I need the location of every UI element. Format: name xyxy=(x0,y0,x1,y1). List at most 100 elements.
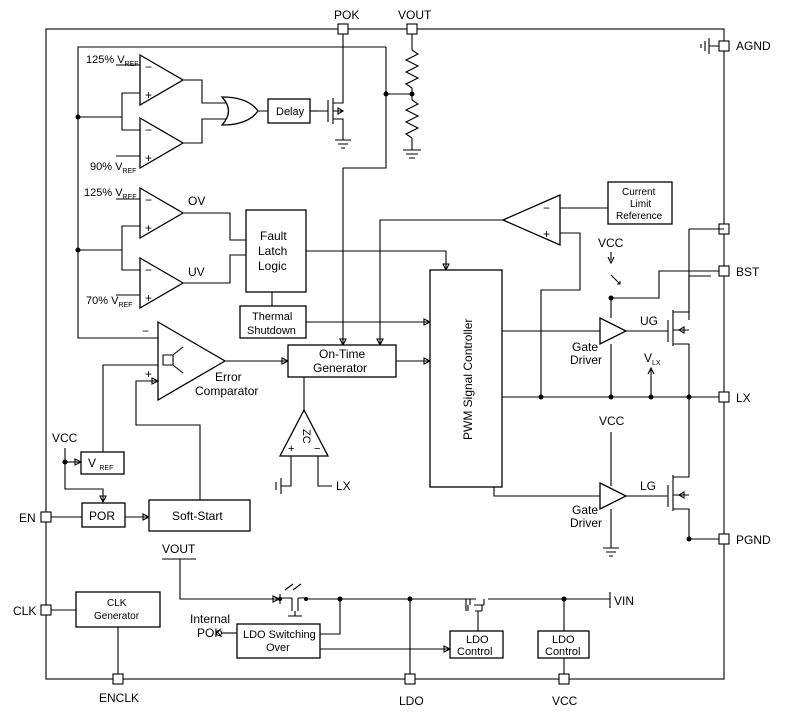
lower-gate-driver xyxy=(599,481,628,511)
ldo-control-block xyxy=(449,630,504,659)
comparator-90: − + xyxy=(139,116,185,170)
comparator-125-a: − + xyxy=(139,53,185,107)
fault-label-2: Latch xyxy=(258,244,287,258)
por-block xyxy=(81,502,126,528)
pin-clk[interactable] xyxy=(40,604,52,616)
vout-mid-label: VOUT xyxy=(162,542,196,556)
lg-label: LG xyxy=(640,479,656,493)
pin-enclk[interactable] xyxy=(112,673,124,685)
gate-driver-bot-1: Gate xyxy=(572,503,598,517)
chip-outline xyxy=(45,28,725,680)
pin-en-label: EN xyxy=(19,511,36,525)
clk-gen-label-2: Generator xyxy=(94,611,140,622)
uv-label: UV xyxy=(188,265,205,279)
soft-start-block xyxy=(148,499,251,532)
vcc-left-label: VCC xyxy=(52,431,78,445)
current-label-2: Limit xyxy=(630,199,651,210)
pin-enclk-label: ENCLK xyxy=(99,691,139,705)
upper-mosfet xyxy=(667,275,711,397)
thermal-label-1: Thermal xyxy=(252,311,292,323)
pok-mosfet xyxy=(318,95,351,149)
lower-mosfet xyxy=(667,397,719,540)
ldo-sw-label-1: LDO Switching xyxy=(243,629,316,641)
current-limit-comparator: − + xyxy=(501,194,561,246)
ldo-switching-block xyxy=(236,623,321,659)
fault-label-1: Fault xyxy=(260,229,287,243)
svg-text:+: + xyxy=(145,151,152,165)
on-time-label-2: Generator xyxy=(313,361,367,375)
pin-vcc-label: VCC xyxy=(552,694,578,708)
vcc-ldo-control-block xyxy=(537,630,590,659)
pin-vout-label: VOUT xyxy=(398,8,432,22)
resistor-bottom xyxy=(404,99,420,139)
current-label-1: Current xyxy=(622,187,656,198)
svg-text:−: − xyxy=(543,201,550,215)
current-label-3: Reference xyxy=(616,211,663,222)
pin-lx[interactable] xyxy=(718,391,730,403)
svg-text:+: + xyxy=(288,443,294,455)
ldo-switch xyxy=(278,583,308,617)
pin-vcc[interactable] xyxy=(558,673,570,685)
zc-lx-label: LX xyxy=(336,479,351,493)
internal-pok-2: POK xyxy=(197,626,222,640)
svg-text:−: − xyxy=(145,263,152,277)
pin-pgnd[interactable] xyxy=(718,533,730,545)
internal-pok-1: Internal xyxy=(190,612,230,626)
error-comparator: − + xyxy=(142,320,227,402)
pin-en[interactable] xyxy=(40,511,52,523)
gate-driver-bot-2: Driver xyxy=(570,516,602,530)
vref-box xyxy=(80,451,125,475)
svg-text:+: + xyxy=(145,221,152,235)
on-time-generator-block xyxy=(287,344,397,378)
svg-text:−: − xyxy=(145,60,152,74)
vcc-ctrl-label-1: LDO xyxy=(552,634,575,646)
thermal-label-2: Shutdown xyxy=(247,325,296,337)
pwm-controller-block xyxy=(429,269,503,488)
ug-label: UG xyxy=(640,314,658,328)
svg-text:−: − xyxy=(142,324,149,338)
pin-ldo[interactable] xyxy=(404,673,416,685)
error-label-1: Error xyxy=(215,370,242,384)
vcc-ctrl-label-2: Control xyxy=(545,646,580,658)
gate-driver-top-2: Driver xyxy=(570,353,602,367)
pin-bst-label: BST xyxy=(736,265,760,279)
svg-text:+: + xyxy=(145,291,152,305)
pin-pok[interactable] xyxy=(337,23,349,35)
error-label-2: Comparator xyxy=(195,384,258,398)
ref-125-a: 125% VREF xyxy=(86,54,139,68)
clk-gen-label-1: CLK xyxy=(107,598,127,609)
pin-lx-label: LX xyxy=(736,391,751,405)
pin-bst[interactable] xyxy=(718,265,730,277)
or-gate xyxy=(220,96,259,126)
zc-comparator: ZC + − xyxy=(278,408,330,457)
comparator-125-b: − + xyxy=(139,186,185,240)
ref-70: 70% VREF xyxy=(86,295,132,309)
ov-label: OV xyxy=(188,194,205,208)
thermal-shutdown-block xyxy=(239,305,307,339)
vcc-lg-label: VCC xyxy=(599,414,625,428)
pin-agnd-label: AGND xyxy=(736,39,771,53)
ref-90: 90% VREF xyxy=(90,161,136,175)
svg-text:−: − xyxy=(145,123,152,137)
fault-label-3: Logic xyxy=(258,259,287,273)
pin-vout[interactable] xyxy=(406,23,418,35)
ldo-pass-mosfet xyxy=(465,598,610,620)
pin-clk-label: CLK xyxy=(13,604,36,618)
delay-label: Delay xyxy=(276,106,305,118)
current-limit-block xyxy=(607,181,673,225)
vcc-top-label: VCC xyxy=(598,236,624,250)
svg-text:ZC: ZC xyxy=(300,429,312,444)
pin-ldo-label: LDO xyxy=(399,694,424,708)
pwm-label: PWM Signal Controller xyxy=(461,319,475,440)
ldo-ctrl-label-2: Control xyxy=(457,646,492,658)
pin-agnd[interactable] xyxy=(718,40,730,52)
ldo-sw-label-2: Over xyxy=(266,642,290,654)
svg-text:+: + xyxy=(543,227,550,241)
vin-label: VIN xyxy=(614,594,634,608)
upper-gate-driver xyxy=(599,316,628,346)
pin-pok-label: POK xyxy=(334,8,359,22)
svg-text:−: − xyxy=(314,443,320,455)
soft-start-label: Soft-Start xyxy=(172,509,223,523)
vlx-label: VLX xyxy=(644,351,661,367)
